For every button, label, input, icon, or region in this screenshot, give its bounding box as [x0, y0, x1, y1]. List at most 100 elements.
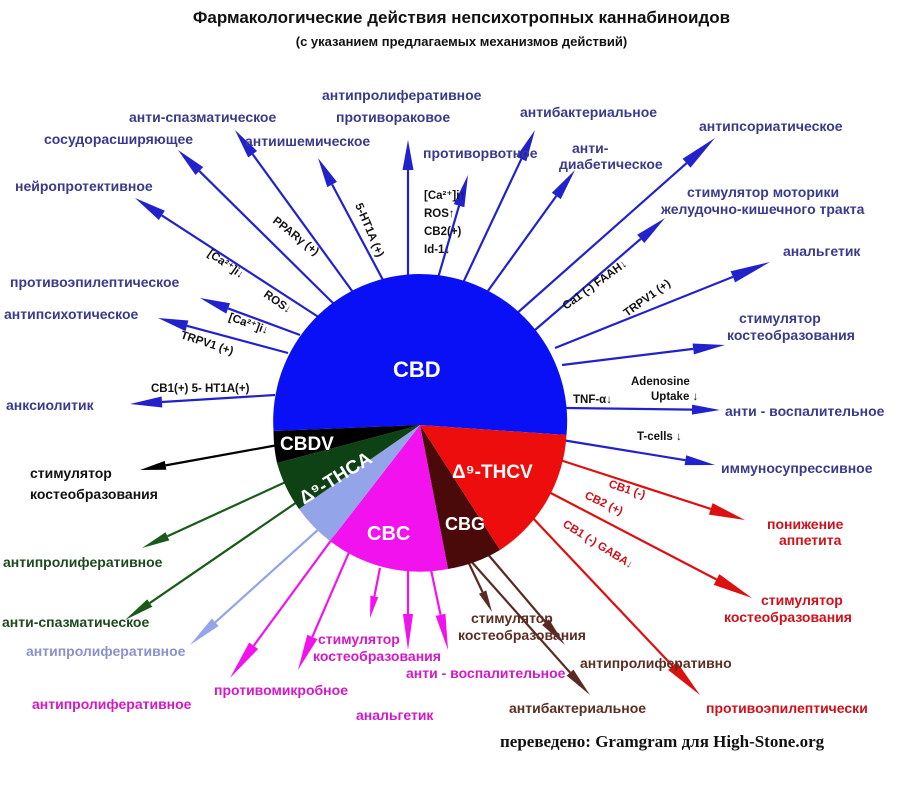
arrow-anxiolytic-head — [130, 396, 163, 408]
arrow-antiproliferative-green-shaft — [166, 479, 291, 538]
cbdv-label: CBDV — [280, 434, 334, 455]
arrow-antiischemic-head — [318, 158, 337, 188]
arrow-antiproliferative-lav — [190, 527, 321, 645]
arrow-antibacterial-brown-shaft — [469, 559, 571, 674]
arrow-bone-black-head — [140, 460, 167, 470]
mech-stack-3: CB2(+) — [424, 226, 462, 238]
mech-stack-1: [Ca²⁺]i↑ — [424, 190, 465, 202]
mech-cb1-5ht1a: CB1(+) 5- HT1A(+) — [151, 383, 250, 395]
arrow-antispasmodic-green-head — [125, 599, 153, 620]
arrow-immunosuppressive-shaft — [561, 438, 686, 462]
arrow-antiemetic-shaft — [436, 205, 461, 279]
thcv-segment — [420, 425, 567, 550]
effect-bone-magenta-1: стимулятор — [318, 631, 400, 647]
effect-bone-blue-1: стимулятор — [739, 310, 821, 326]
arrow-immunosuppressive-head — [684, 455, 715, 466]
cbg-label: CBG — [445, 514, 485, 534]
arrow-antiproliferative-mag — [230, 534, 336, 678]
arrow-appetite-shaft — [559, 458, 712, 510]
effect-bone-magenta-2: костеобразования — [313, 648, 441, 664]
mech-stack-2: ROS↑ — [424, 208, 455, 220]
arrow-antimicrobial — [298, 549, 352, 670]
mech-tcells: T-cells ↓ — [637, 431, 682, 443]
arrow-analgesic — [554, 262, 770, 350]
arrow-neuroprotective — [135, 198, 321, 319]
effect-anticancer: противораковое — [336, 109, 451, 125]
effect-antimicrobial: противомикробное — [214, 682, 348, 698]
effect-antiproliferative-brown: антипролиферативно — [580, 655, 732, 671]
effect-antipsoriatic: антипсориатическое — [699, 118, 843, 134]
arrow-antiemetic-head — [453, 175, 468, 208]
effect-antiinflammatory-magenta: анти - воспалительное — [406, 665, 566, 681]
effect-appetite-2: аппетита — [779, 532, 842, 548]
mech-ca-ros-2: ROS↓ — [261, 289, 293, 316]
mech-tnf: TNF-α↓ — [573, 394, 612, 406]
effect-neuroprotective: нейропротективное — [15, 178, 153, 194]
arrow-antipsoriatic-head — [682, 138, 715, 168]
arrow-antispasmodic-green-shaft — [149, 499, 301, 604]
page-title: Фармакологические действия непсихотропны… — [192, 8, 731, 27]
mech-adenosine-1: Adenosine — [631, 376, 690, 388]
effect-bone-black-1: стимулятор — [30, 465, 112, 481]
effect-gi-motility-1: стимулятор моторики — [687, 184, 840, 200]
cbc-segment — [330, 425, 448, 572]
arrow-gi-motility-head — [637, 218, 665, 244]
arrow-antiepileptic-head — [200, 298, 231, 314]
arrow-antiproliferative-green — [142, 479, 291, 548]
cbd-segment — [273, 274, 568, 435]
effect-antibacterial-brown: антибактериальное — [509, 700, 647, 716]
arrow-analgesic-mag — [403, 568, 413, 650]
effect-bone-blue-2: костеобразования — [727, 327, 855, 343]
cbg-segment — [420, 425, 500, 569]
thca-segment — [277, 425, 420, 509]
effect-analgesic-magenta: анальгетик — [356, 707, 434, 723]
arrow-antibacterial-head — [516, 130, 535, 162]
effect-antiproliferative: антипролиферативное — [322, 87, 482, 103]
arrow-antiepileptic-shaft — [227, 307, 301, 337]
arrow-analgesic-mag-head — [403, 614, 413, 650]
mech-red-cb1-gaba: CB1 (-) GABA↓ — [560, 518, 635, 571]
cannabinoid-pie: CBD CBDV Δ⁹-THCA Δ⁹-THCV CBC CBG — [273, 274, 568, 572]
arrow-antiepileptic-red-shaft — [529, 514, 674, 667]
effect-bone-black-2: костеобразования — [30, 486, 158, 502]
arrow-antidiabetic-shaft — [484, 195, 558, 296]
cbd-label: CBD — [393, 357, 441, 382]
arrow-anxiolytic — [130, 393, 276, 408]
mech-stack-4: Id-1↓ — [424, 244, 450, 256]
mech-trpv1-right: TRPV1 (+) — [622, 278, 673, 320]
page-subtitle: (с указанием предлагаемых механизмов дей… — [295, 34, 628, 49]
arrow-antispasmodic-green — [125, 499, 301, 620]
effect-bone-brown-1: стимулятор — [471, 610, 553, 626]
effect-antispasmodic-green: анти-спазматическое — [2, 614, 150, 630]
arrow-vasodilator-head — [178, 150, 204, 175]
effect-antidiabetic-1: анти- — [572, 140, 609, 156]
arrow-antispasmodic-shaft — [251, 153, 356, 296]
effect-analgesic: анальгетик — [783, 243, 861, 259]
arrow-antiproliferative-mag-head — [230, 642, 259, 678]
arrow-immunosuppressive — [561, 438, 715, 466]
mech-adenosine-2: Uptake ↓ — [651, 391, 698, 403]
arrow-antibacterial-shaft — [461, 158, 523, 286]
cbc-label: CBC — [367, 523, 410, 545]
effect-antipsychotic: антипсихотическое — [4, 306, 139, 322]
arrow-antiproliferative — [402, 140, 414, 280]
arrow-antipsoriatic — [514, 138, 715, 316]
arrow-bone-red-shaft — [544, 489, 718, 581]
arrow-antimicrobial-shaft — [311, 549, 352, 638]
arrow-antipsychotic-head — [158, 318, 189, 332]
arrow-antiepileptic-red — [529, 514, 700, 695]
arrow-antipsychotic-shaft — [186, 324, 289, 355]
arrow-bone-brown-head — [478, 590, 492, 612]
arrow-antiproliferative-brown-shaft — [479, 544, 547, 623]
effect-appetite-1: понижение — [767, 516, 844, 532]
thcv-label: Δ⁹-THCV — [452, 462, 533, 483]
arrows-layer — [125, 130, 770, 695]
arrow-antibacterial-brown-head — [566, 669, 590, 695]
arrow-antiinflammatory-mag — [428, 564, 448, 650]
translation-credit: переведено: Gramgram для High-Stone.org — [500, 732, 825, 751]
arrow-analgesic-shaft — [554, 275, 734, 350]
arrow-bone-mag-head — [370, 595, 379, 618]
arrow-vasodilator-shaft — [198, 170, 336, 306]
arrow-bone-red-head — [713, 574, 752, 598]
